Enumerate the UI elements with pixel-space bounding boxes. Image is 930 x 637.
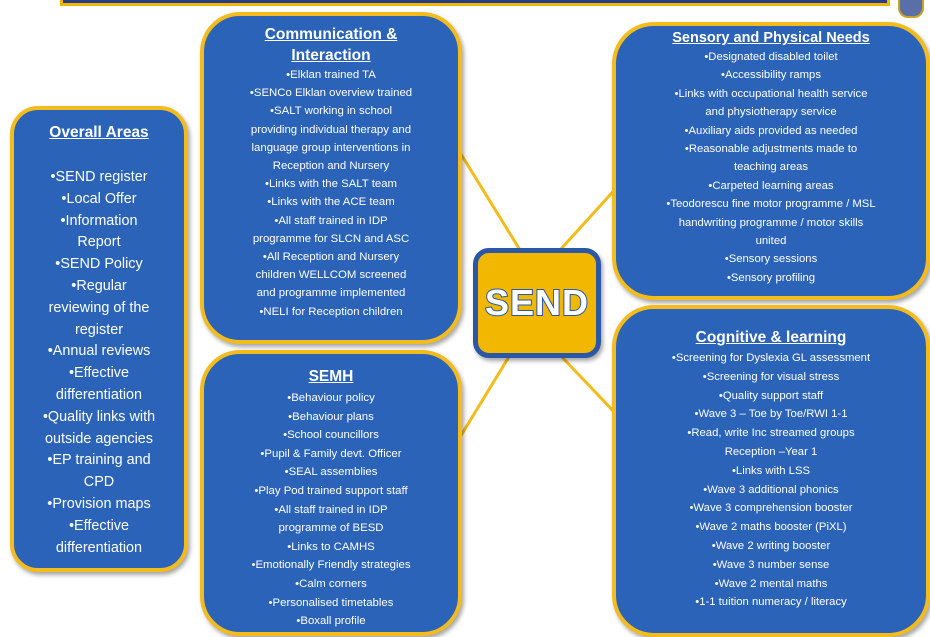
list-item: •Wave 2 mental maths — [714, 577, 828, 590]
communication-interaction-list: •Elklan trained TA •SENCo Elklan overview… — [210, 66, 452, 321]
list-item: •Wave 2 maths booster (PiXL) — [695, 521, 847, 534]
list-item: •Personalised timetables — [268, 596, 394, 609]
list-item: and programme implemented — [256, 287, 406, 300]
list-item: •SENCo Elklan overview trained — [249, 87, 413, 100]
list-item: •Auxiliary aids provided as needed — [684, 124, 858, 137]
list-item: •Play Pod trained support staff — [254, 484, 408, 497]
list-item: •Teodorescu fine motor programme / MSL — [666, 198, 876, 211]
cognitive-learning-box: Cognitive & learning •Screening for Dysl… — [612, 305, 930, 637]
list-item: •Annual reviews — [47, 343, 151, 360]
communication-interaction-box: Communication & Interaction •Elklan trai… — [200, 12, 462, 344]
list-item: •Links to CAMHS — [287, 540, 375, 553]
list-item: and physiotherapy service — [705, 106, 837, 119]
list-item: •Local Offer — [61, 190, 137, 207]
semh-box: SEMH •Behaviour policy •Behaviour plans •S… — [200, 350, 462, 636]
list-item: •Wave 3 comprehension booster — [689, 502, 853, 515]
list-item: programme of BESD — [278, 522, 384, 535]
list-item: •Pupil & Family devt. Officer — [260, 447, 402, 460]
list-item: •SALT working in school — [270, 105, 392, 118]
list-item: •Screening for visual stress — [702, 370, 840, 383]
list-item: •Links with occupational health service — [674, 87, 868, 100]
list-item: •Behaviour plans — [288, 410, 374, 423]
list-item: •Screening for Dyslexia GL assessment — [671, 352, 871, 364]
cognitive-learning-title: Cognitive & learning — [695, 329, 847, 346]
list-item: reviewing of the — [48, 299, 150, 316]
overall-areas-box: Overall Areas •SEND register •Local Offer… — [10, 106, 188, 572]
list-item: •SEAL assemblies — [284, 466, 378, 479]
list-item: Reception –Year 1 — [724, 445, 818, 458]
list-item: children WELLCOM screened — [255, 269, 407, 282]
list-item: •Effective — [69, 365, 129, 382]
list-item: CPD — [83, 474, 115, 491]
cognitive-learning-list: •Screening for Dyslexia GL assessment •Sc… — [620, 349, 922, 612]
list-item: •Read, write Inc streamed groups — [687, 427, 855, 440]
list-item: Report — [77, 234, 121, 251]
list-item: differentiation — [55, 539, 143, 556]
list-item: •Information — [60, 212, 138, 229]
overall-areas-title: Overall Areas — [49, 124, 149, 141]
list-item: •Accessibility ramps — [720, 69, 821, 82]
sensory-physical-box: Sensory and Physical Needs •Designated d… — [612, 22, 930, 300]
list-item: •Wave 2 writing booster — [711, 539, 831, 552]
list-item: •Elklan trained TA — [286, 69, 376, 81]
list-item: •Quality support staff — [718, 389, 824, 402]
list-item: •Designated disabled toilet — [704, 51, 838, 63]
list-item: •Carpeted learning areas — [708, 179, 834, 192]
list-item: •Links with LSS — [731, 464, 811, 477]
list-item: register — [75, 321, 123, 338]
sensory-physical-title: Sensory and Physical Needs — [672, 30, 870, 46]
list-item: programme for SLCN and ASC — [252, 232, 410, 245]
list-item: •Quality links with — [42, 408, 156, 425]
list-item: teaching areas — [733, 161, 809, 174]
list-item: providing individual therapy and — [250, 123, 412, 136]
list-item: language group interventions in — [251, 141, 411, 154]
send-center-node: SEND — [473, 248, 601, 358]
list-item: •Wave 3 additional phonics — [703, 483, 839, 496]
list-item: •SEND register — [50, 169, 148, 185]
list-item: •Regular — [71, 277, 127, 294]
list-item: •All staff trained in IDP — [274, 503, 388, 516]
list-item: •Boxall profile — [296, 615, 366, 628]
list-item: •Sensory sessions — [724, 253, 818, 266]
list-item: •All staff trained in IDP — [274, 214, 388, 227]
list-item: differentiation — [55, 386, 143, 403]
list-item: •School councillors — [283, 429, 379, 442]
sensory-physical-list: •Designated disabled toilet •Accessibilit… — [620, 48, 922, 287]
list-item: •Emotionally Friendly strategies — [251, 559, 411, 572]
list-item: handwriting programme / motor skills — [678, 216, 864, 229]
list-item: •Links with the ACE team — [267, 196, 395, 209]
list-item: •Wave 3 – Toe by Toe/RWI 1-1 — [694, 408, 848, 421]
school-crest-icon — [898, 0, 924, 18]
list-item: •Wave 3 number sense — [712, 558, 830, 571]
list-item: outside agencies — [44, 430, 153, 447]
list-item: •Reasonable adjustments made to — [684, 143, 858, 156]
list-item: •NELI for Reception children — [259, 305, 403, 318]
list-item: •Effective — [69, 517, 129, 534]
semh-list: •Behaviour policy •Behaviour plans •School… — [210, 389, 452, 631]
send-center-label: SEND — [484, 281, 590, 324]
semh-title: SEMH — [308, 368, 354, 385]
list-item: •Links with the SALT team — [264, 178, 398, 191]
list-item: Reception and Nursery — [272, 160, 390, 173]
list-item: •SEND Policy — [55, 256, 143, 273]
list-item: •Sensory profiling — [726, 271, 816, 284]
list-item: •Calm corners — [295, 577, 367, 590]
list-item: •Behaviour policy — [287, 392, 375, 404]
header-banner — [60, 0, 890, 6]
list-item: •EP training and — [47, 452, 151, 469]
list-item: •All Reception and Nursery — [262, 251, 400, 264]
list-item: •Provision maps — [47, 495, 151, 512]
list-item: •1-1 tuition numeracy / literacy — [695, 596, 847, 609]
communication-interaction-title: Communication & Interaction — [264, 26, 398, 64]
list-item: united — [755, 235, 787, 248]
